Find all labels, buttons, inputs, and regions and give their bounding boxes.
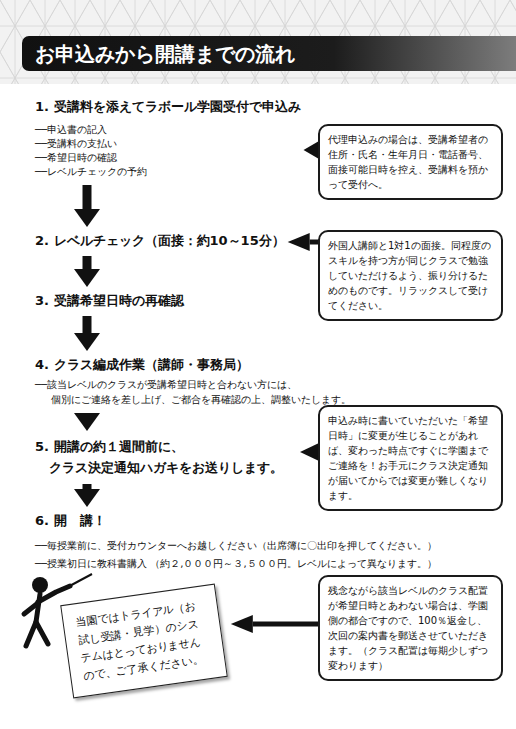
note-callout: 申込み時に書いていただいた「希望日時」に変更が生じることがあれば、変わった時点で… <box>318 405 503 511</box>
note-callout: 代理申込みの場合は、受講希望者の住所・氏名・生年月日・電話番号、面接可能日時を控… <box>318 124 503 200</box>
figure-body <box>36 594 40 622</box>
node-subtext: ──授業初日に教科書購入 （約２,０００円～３,５００円。レベルによって異なりま… <box>35 555 437 573</box>
node-text: 6. 開 講！ <box>35 512 437 530</box>
node-text: 外国人講師と1対1の面接。同程度のスキルを持つ方が同じクラスで勉強していただける… <box>328 238 493 313</box>
flow-arrow <box>74 484 100 507</box>
flow-arrow <box>300 443 319 461</box>
arrow-head <box>74 269 100 287</box>
notice-card: 当園ではトライアル（お試し受講・見学）のシステムはとっておりませんので、ご了承く… <box>60 584 228 699</box>
node-subtext: ──申込書の記入 <box>35 123 301 137</box>
node-text: 4. クラス編成作業（講師・事務局） <box>35 356 375 374</box>
node-text: 5. 開講の約１週間前に、 クラス決定通知ハガキをお送りします。 <box>35 436 297 478</box>
flow-arrow <box>288 233 319 251</box>
arrow-shaft <box>253 622 319 627</box>
arrow-shaft <box>83 185 92 209</box>
flow-step: 1. 受講料を添えてラボール学園受付で申込み──申込書の記入──受講料の支払い─… <box>35 98 301 179</box>
node-subtext: ──該当レベルのクラスが受講希望日時と合わない方には、 個別にご連絡を差し上げ、… <box>35 377 375 407</box>
pointer-stick <box>64 574 92 589</box>
note-callout: 外国人講師と1対1の面接。同程度のスキルを持つ方が同じクラスで勉強していただける… <box>318 230 503 321</box>
flow-step: 2. レベルチェック（面接：約10～15分） <box>35 232 285 250</box>
figure-legs <box>26 622 48 646</box>
flow-arrow <box>74 316 100 351</box>
node-text: 3. 受講希望日時の再確認 <box>35 292 184 310</box>
title-band <box>22 36 516 71</box>
figure-arm <box>24 603 38 614</box>
flow-step: 5. 開講の約１週間前に、 クラス決定通知ハガキをお送りします。 <box>35 436 297 478</box>
arrow-head <box>74 413 100 431</box>
arrow-head <box>74 333 100 351</box>
note-callout: 残念ながら該当レベルのクラス配置が希望日時とあわない場合は、学園側の都合ですので… <box>318 575 503 681</box>
arrow-head <box>300 443 319 461</box>
node-subtext: ──受講料の支払い <box>35 137 301 151</box>
node-subtext: ──レベルチェックの予約 <box>35 165 301 179</box>
arrow-head <box>231 615 253 633</box>
arrow-head <box>288 233 310 251</box>
arrow-shaft <box>83 484 92 489</box>
flow-arrow <box>74 185 100 227</box>
arrow-shaft <box>83 256 92 269</box>
node-text: 2. レベルチェック（面接：約10～15分） <box>35 232 285 250</box>
arrow-head <box>304 141 320 159</box>
flow-step: 3. 受講希望日時の再確認 <box>35 292 184 310</box>
node-text: 当園ではトライアル（お試し受講・見学）のシステムはとっておりませんので、ご了承く… <box>75 596 214 685</box>
figure-head <box>32 577 48 593</box>
node-text: 1. 受講料を添えてラボール学園受付で申込み <box>35 98 301 116</box>
arrow-head <box>74 209 100 227</box>
node-text: 代理申込みの場合は、受講希望者の住所・氏名・生年月日・電話番号、面接可能日時を控… <box>328 132 493 192</box>
node-text: 申込み時に書いていただいた「希望日時」に変更が生じることがあれば、変わった時点で… <box>328 413 493 503</box>
node-text: 残念ながら該当レベルのクラス配置が希望日時とあわない場合は、学園側の都合ですので… <box>328 583 493 673</box>
page-title: お申込みから開講までの流れ <box>35 40 295 68</box>
flow-arrow <box>304 141 320 159</box>
flow-arrow <box>74 256 100 287</box>
flow-arrow <box>231 615 319 633</box>
flow-step: 6. 開 講！ ──毎授業前に、受付カウンターへお越しください（出席簿に〇出印を押… <box>35 512 437 573</box>
node-subtext: ──毎授業前に、受付カウンターへお越しください（出席簿に〇出印を押してください。… <box>35 537 437 555</box>
arrow-head <box>74 489 100 507</box>
flow-step: 4. クラス編成作業（講師・事務局） ──該当レベルのクラスが受講希望日時と合わな… <box>35 356 375 407</box>
node-subtext: ──希望日時の確認 <box>35 151 301 165</box>
arrow-shaft <box>83 316 92 333</box>
flow-arrow <box>74 413 100 431</box>
